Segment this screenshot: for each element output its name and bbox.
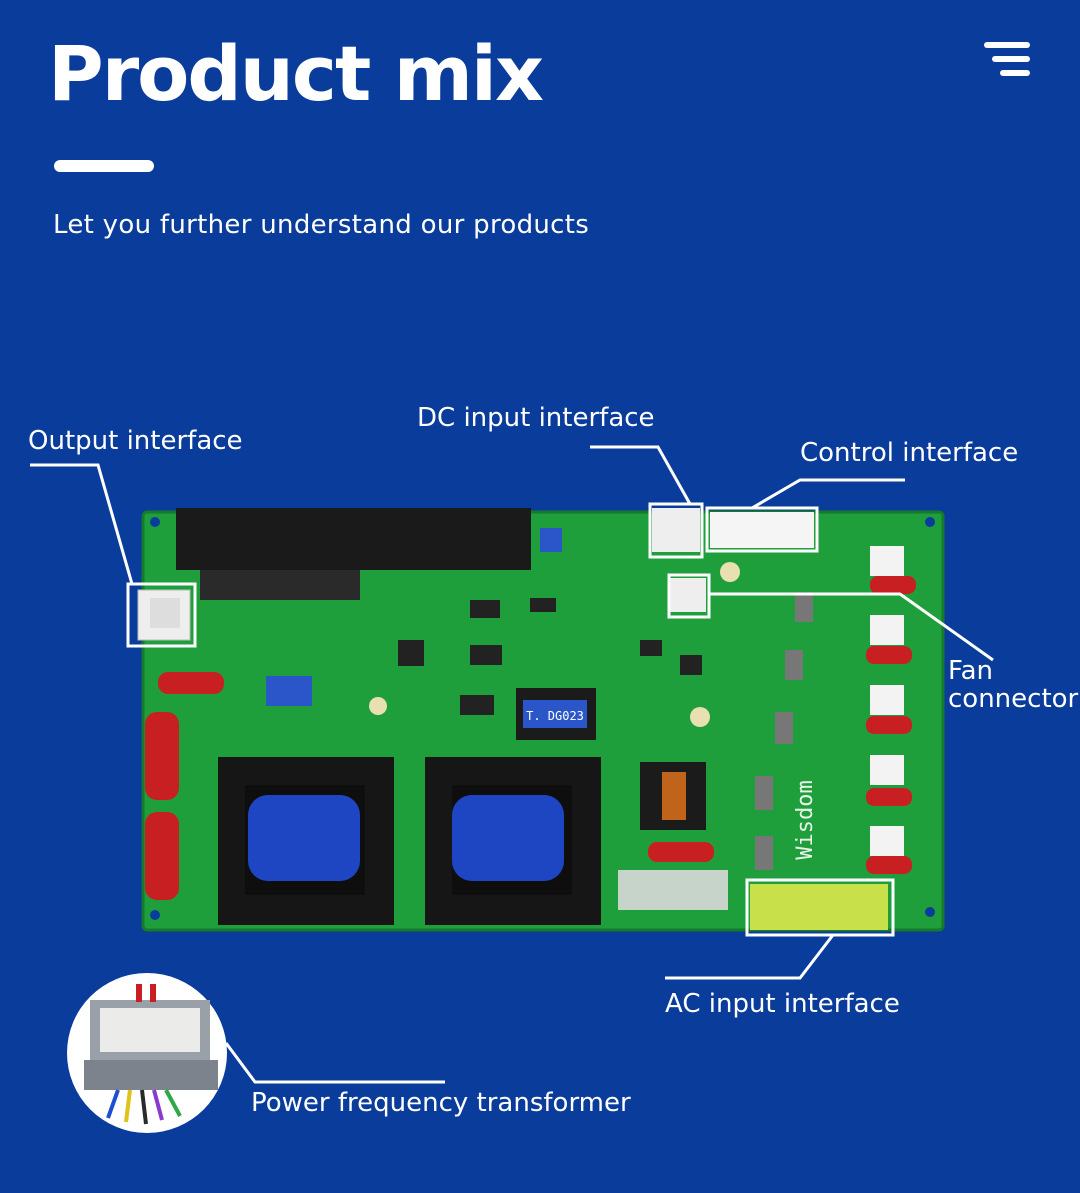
heatsink: [176, 508, 531, 570]
label-fan-connector-line1: Fan: [948, 656, 993, 686]
dc-input-connector: [652, 508, 700, 552]
ac-input-connector: [750, 884, 888, 930]
brand-silkscreen: Wisdom: [793, 780, 818, 859]
title-underline: [54, 160, 154, 172]
page-title: Product mix: [48, 29, 544, 118]
label-power-frequency-transformer: Power frequency transformer: [251, 1088, 631, 1118]
page-subtitle: Let you further understand our products: [53, 210, 590, 240]
label-dc-input-interface: DC input interface: [417, 403, 655, 433]
menu-icon[interactable]: [980, 42, 1030, 78]
label-fan-connector-line2: connector: [948, 684, 1079, 714]
label-output-interface: Output interface: [28, 426, 243, 456]
control-connector: [710, 512, 814, 548]
label-control-interface: Control interface: [800, 438, 1019, 468]
small-transformer: [523, 700, 587, 728]
small-transformer-label: T. DG023: [526, 709, 584, 723]
fan-connector: [670, 578, 706, 612]
label-ac-input-interface: AC input interface: [665, 989, 900, 1019]
